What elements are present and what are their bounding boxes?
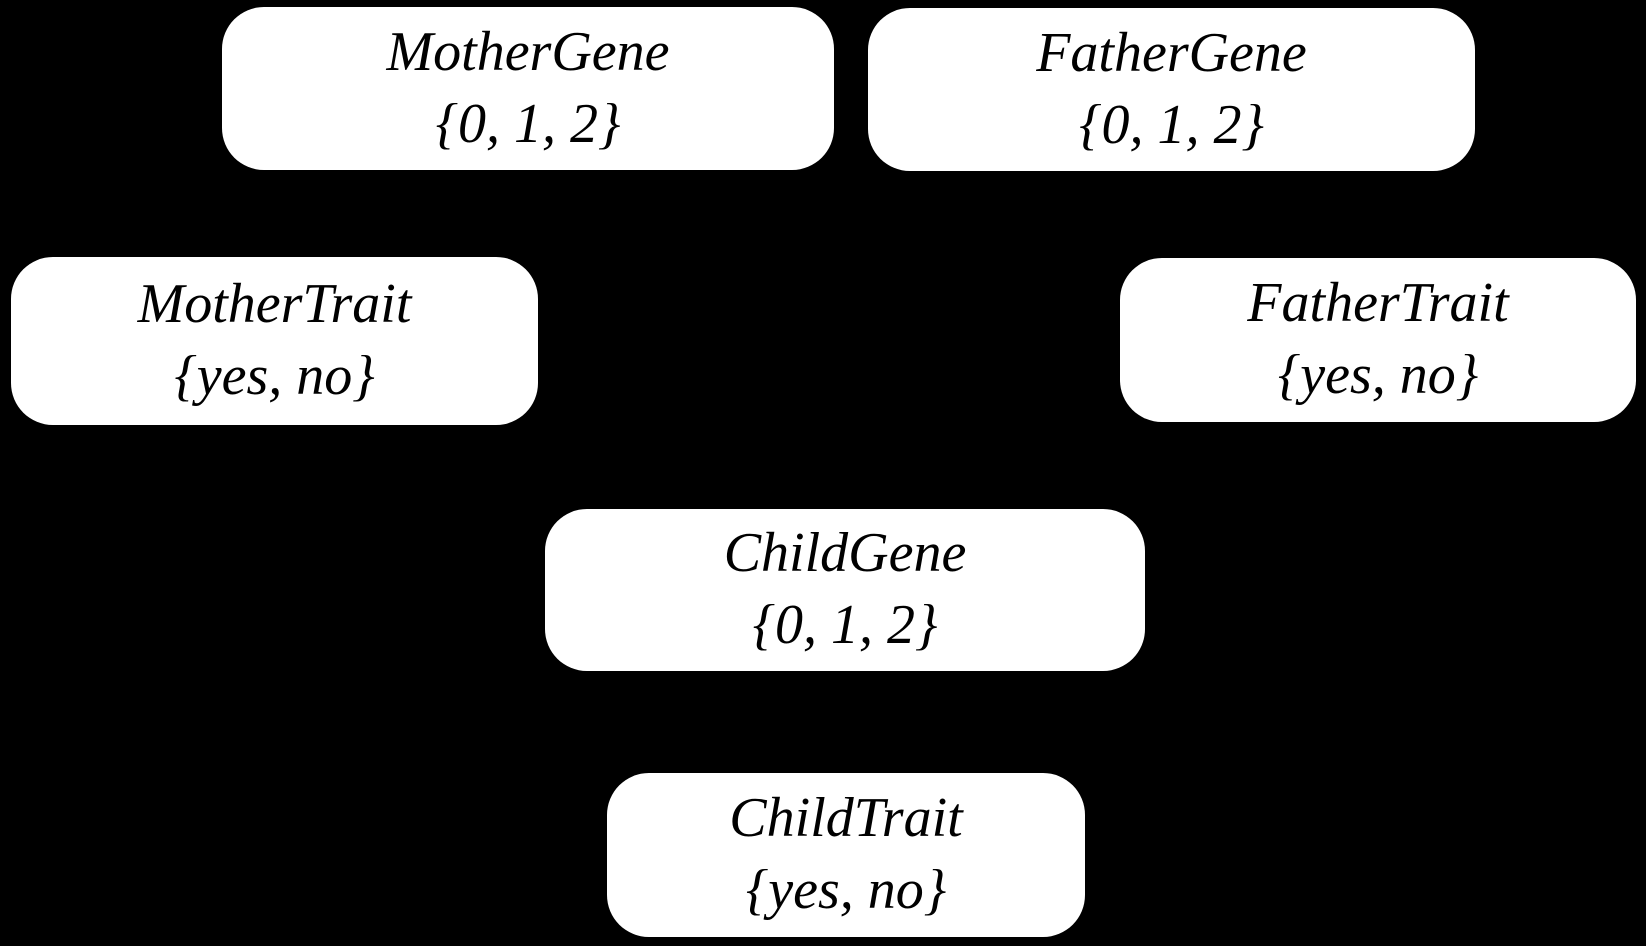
node-father-gene: FatherGene {0, 1, 2} [868,8,1475,171]
node-mother-gene-values: {0, 1, 2} [435,92,621,155]
node-mother-gene-label: MotherGene [386,20,670,83]
node-child-gene: ChildGene {0, 1, 2} [545,509,1145,671]
node-child-gene-label: ChildGene [723,522,967,585]
node-mother-gene: MotherGene {0, 1, 2} [222,7,834,170]
node-father-trait-values: {yes, no} [1277,344,1479,406]
node-father-trait: FatherTrait {yes, no} [1120,258,1636,422]
node-child-trait-values: {yes, no} [745,859,947,921]
node-child-trait-label: ChildTrait [729,787,963,850]
node-mother-trait: MotherTrait {yes, no} [11,257,538,425]
node-child-trait: ChildTrait {yes, no} [607,773,1085,937]
node-mother-trait-label: MotherTrait [137,273,412,336]
node-father-gene-values: {0, 1, 2} [1079,93,1264,156]
node-mother-trait-values: {yes, no} [174,345,375,407]
node-child-gene-values: {0, 1, 2} [752,594,938,656]
node-father-trait-label: FatherTrait [1247,272,1509,335]
node-father-gene-label: FatherGene [1036,21,1307,84]
